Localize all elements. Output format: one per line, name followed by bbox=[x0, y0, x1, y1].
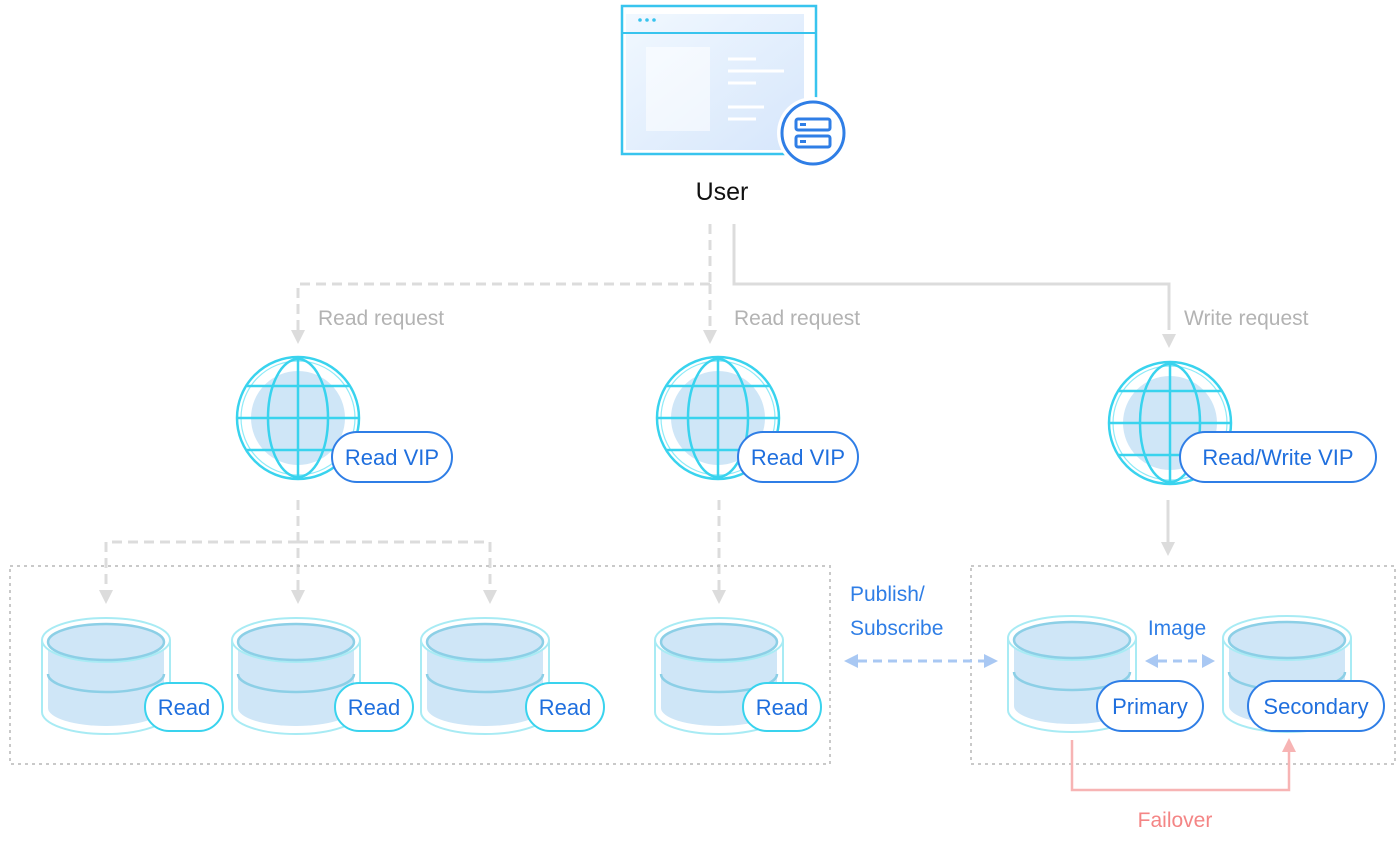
write-request-connector bbox=[732, 224, 1171, 330]
read-request-connectors bbox=[296, 224, 712, 330]
vip-to-read-connectors bbox=[104, 500, 721, 590]
read-nodes-group bbox=[9, 565, 831, 765]
secondary-node: Secondary bbox=[1221, 614, 1385, 734]
failover-arrow bbox=[1070, 738, 1296, 792]
arrowheads-requests bbox=[291, 330, 1176, 348]
read-node-2-label: Read bbox=[348, 695, 401, 720]
server-badge-icon bbox=[777, 97, 849, 169]
read-node-1-label: Read bbox=[158, 695, 211, 720]
failover-label: Failover bbox=[1138, 809, 1213, 832]
read-node-4: Read bbox=[653, 616, 822, 736]
write-request-label: Write request bbox=[1184, 307, 1309, 330]
primary-label: Primary bbox=[1112, 694, 1188, 719]
primary-node: Primary bbox=[1006, 614, 1204, 734]
read-vip-left: Read VIP bbox=[235, 355, 453, 483]
read-node-3: Read bbox=[419, 616, 605, 736]
arrowheads-nodes bbox=[99, 542, 1175, 604]
publish-subscribe-label-line1: Publish/ bbox=[850, 583, 925, 606]
publish-subscribe-label-line2: Subscribe bbox=[850, 617, 943, 640]
publish-subscribe-arrow bbox=[844, 654, 998, 668]
read-request-label-left: Read request bbox=[318, 307, 444, 330]
read-node-1: Read bbox=[40, 616, 224, 736]
secondary-label: Secondary bbox=[1263, 694, 1368, 719]
user-browser-icon bbox=[620, 4, 849, 169]
read-write-vip-label: Read/Write VIP bbox=[1202, 445, 1353, 470]
user-label: User bbox=[696, 178, 749, 206]
read-write-vip: Read/Write VIP bbox=[1107, 360, 1377, 486]
read-node-4-label: Read bbox=[756, 695, 809, 720]
primary-secondary-group bbox=[970, 565, 1396, 765]
read-vip-mid: Read VIP bbox=[655, 355, 859, 483]
read-vip-mid-label: Read VIP bbox=[751, 445, 845, 470]
read-request-label-mid: Read request bbox=[734, 307, 860, 330]
read-node-3-label: Read bbox=[539, 695, 592, 720]
image-label: Image bbox=[1148, 617, 1206, 640]
image-replication-arrow bbox=[1145, 654, 1215, 668]
read-vip-left-label: Read VIP bbox=[345, 445, 439, 470]
read-node-2: Read bbox=[230, 616, 414, 736]
